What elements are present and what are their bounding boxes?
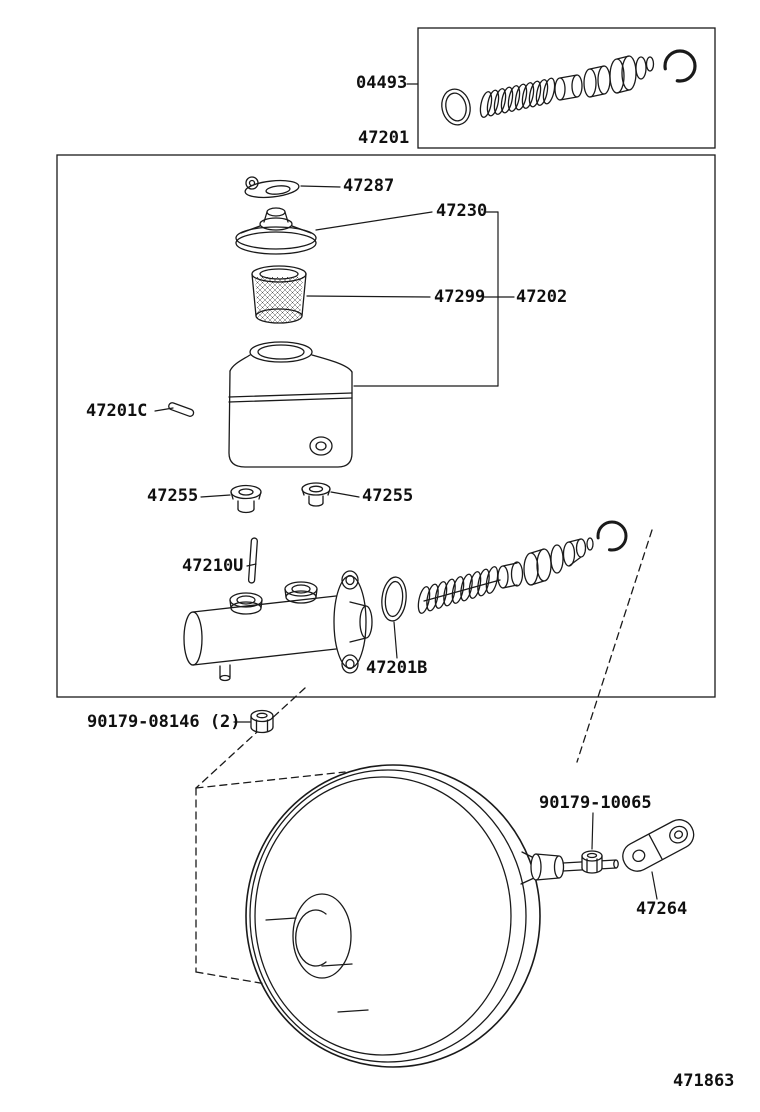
label-reservoir-cap: 47230: [436, 201, 488, 221]
label-nut-booster: 90179-10065: [539, 793, 652, 813]
label-nut-master: 90179-08146 (2): [87, 712, 241, 732]
snap-ring-icon: [596, 520, 628, 552]
grommet-left-icon: [230, 484, 262, 514]
kit-spring-icon: [479, 77, 556, 118]
label-reservoir-float: 47287: [343, 176, 395, 196]
label-oring: 47201B: [366, 658, 428, 678]
label-repair-kit: 04493: [356, 73, 408, 93]
master-cylinder-frame: [56, 154, 716, 698]
reservoir-tank-icon: [228, 341, 353, 468]
strainer-47299-icon: [251, 265, 307, 324]
label-grommet-right: 47255: [362, 486, 414, 506]
bracket-47264-icon: [622, 819, 695, 872]
brake-booster-icon: [245, 764, 541, 1068]
kit-snap-ring-icon: [663, 49, 697, 83]
label-reservoir-assy: 47202: [516, 287, 568, 307]
label-bracket: 47264: [636, 899, 688, 919]
grommet-right-icon: [301, 482, 331, 507]
kit-piston-icon: [554, 55, 655, 101]
drawing-number: 471863: [673, 1071, 735, 1091]
oring-47201b-icon: [381, 576, 407, 622]
piston-icon: [497, 537, 594, 589]
booster-nut-icon: [581, 850, 603, 874]
label-pin-47210u: 47210U: [182, 556, 244, 576]
master-cylinder-body-icon: [183, 570, 373, 682]
label-pin-47201c: 47201C: [86, 401, 148, 421]
assembly-dashed-lines: [195, 529, 653, 985]
kit-oring-icon: [441, 88, 471, 126]
repair-kit-frame: [417, 27, 716, 149]
label-strainer: 47299: [434, 287, 486, 307]
float-47287-icon: [244, 176, 300, 199]
label-master-cylinder-assy: 47201: [358, 128, 410, 148]
pin-47201c-icon: [168, 402, 195, 417]
pin-47210u-icon: [247, 537, 258, 584]
cap-47230-icon: [235, 207, 317, 255]
label-grommet-left: 47255: [147, 486, 199, 506]
master-cylinder-nut-icon: [250, 709, 274, 734]
leader-lines: [154, 83, 658, 900]
piston-spring-icon: [417, 566, 501, 614]
booster-shaft-icon: [530, 853, 619, 881]
